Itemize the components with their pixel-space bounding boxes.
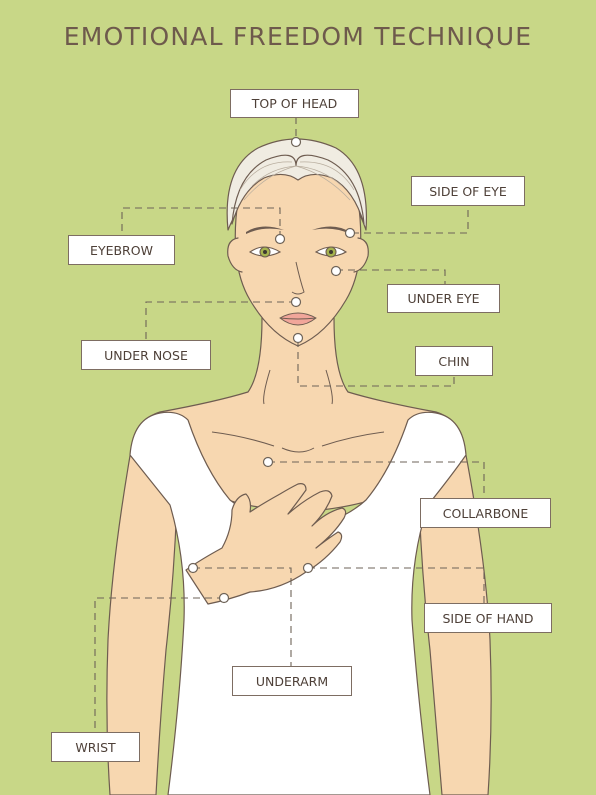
nose: [291, 261, 305, 295]
tapping-points: [187, 136, 356, 604]
leader-lines: [94, 117, 485, 732]
label-under-nose: UNDER NOSE: [81, 340, 211, 370]
diagram-title: EMOTIONAL FREEDOM TECHNIQUE: [63, 22, 533, 51]
right-ear: [353, 237, 369, 273]
leader-eyebrow: [121, 207, 281, 238]
point-wrist: [218, 592, 230, 604]
point-top-of-head: [290, 136, 302, 148]
point-side-of-eye: [344, 227, 356, 239]
leader-collarbone: [268, 461, 485, 498]
label-collarbone: COLLARBONE: [420, 498, 551, 528]
label-under-eye: UNDER EYE: [387, 284, 500, 313]
label-side-of-eye: SIDE OF EYE: [411, 176, 525, 206]
hand: [185, 483, 347, 605]
point-chin: [292, 332, 304, 344]
dress: [129, 411, 467, 795]
left-eyebrow: [246, 226, 284, 234]
right-eyebrow: [312, 226, 350, 234]
point-underarm: [187, 562, 199, 574]
label-chin: CHIN: [415, 346, 493, 376]
label-underarm: UNDERARM: [232, 666, 352, 696]
point-under-nose: [290, 296, 302, 308]
label-wrist: WRIST: [51, 732, 140, 762]
leader-side-of-eye: [352, 207, 469, 234]
left-arm: [106, 449, 179, 795]
label-side-of-hand: SIDE OF HAND: [424, 603, 552, 633]
leader-chin: [297, 340, 455, 387]
left-ear: [227, 237, 243, 273]
point-collarbone: [262, 456, 274, 468]
point-side-of-hand: [302, 562, 314, 574]
point-eyebrow: [274, 233, 286, 245]
leader-wrist: [94, 597, 224, 732]
label-top-of-head: TOP OF HEAD: [230, 89, 359, 118]
leader-underarm: [193, 567, 292, 666]
point-under-eye: [330, 265, 342, 277]
leader-under-eye: [336, 269, 446, 284]
label-eyebrow: EYEBROW: [68, 235, 175, 265]
leader-under-nose: [145, 301, 296, 340]
